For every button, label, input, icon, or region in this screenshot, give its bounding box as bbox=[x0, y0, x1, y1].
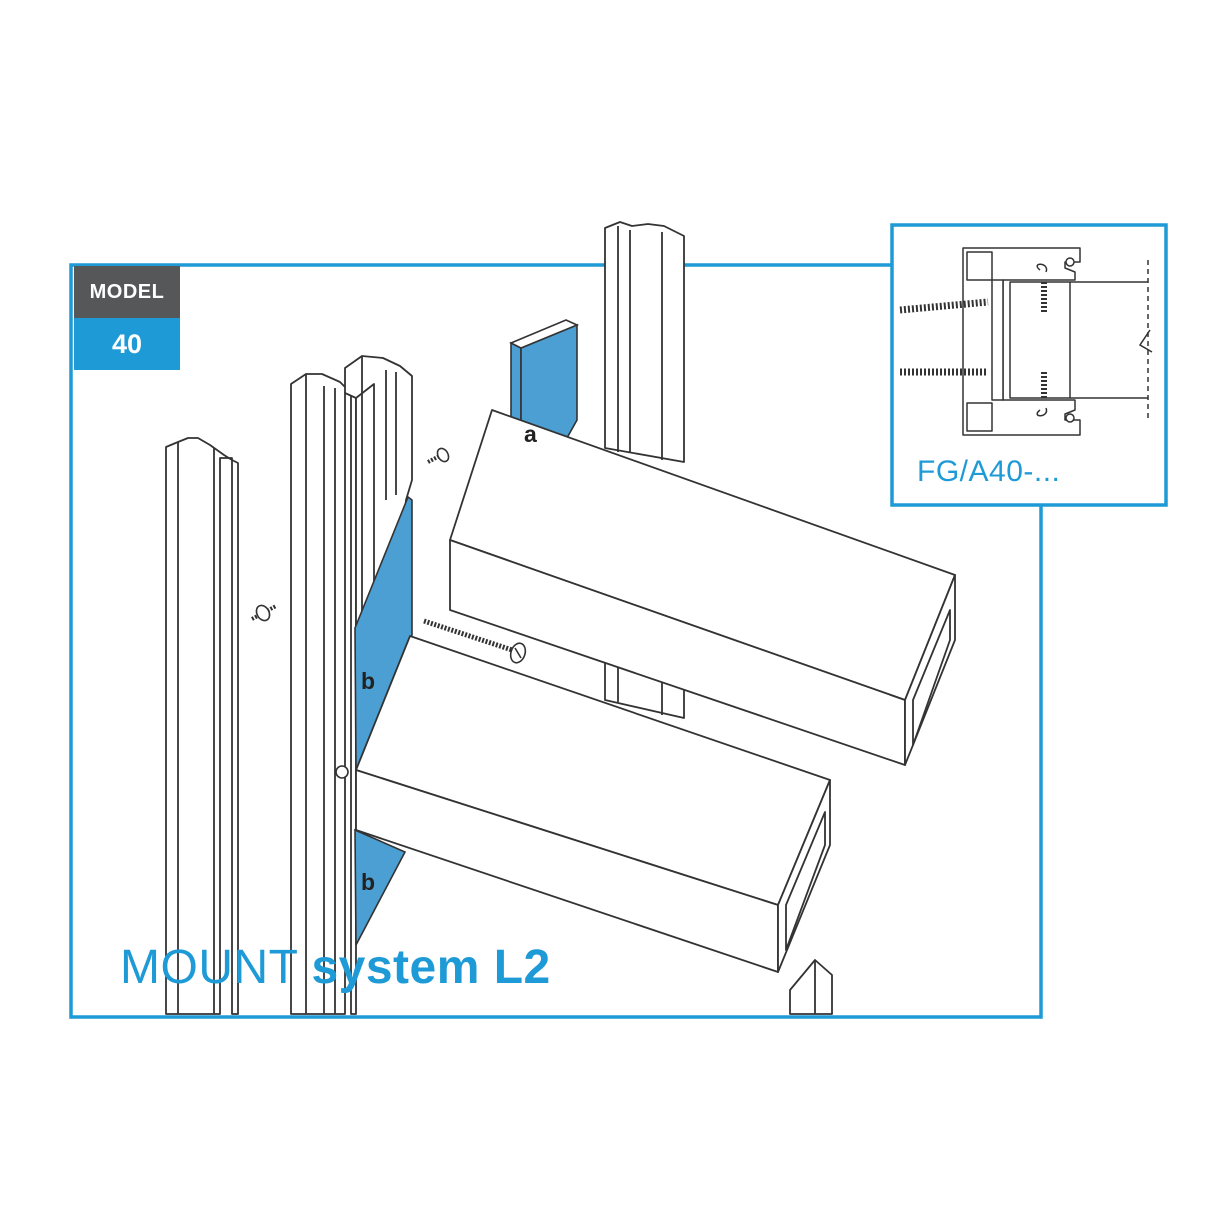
louvre-bottom bbox=[789, 959, 833, 1015]
title-light: MOUNT bbox=[120, 941, 298, 994]
panel-b-upper bbox=[354, 495, 413, 771]
screw-head-post bbox=[335, 765, 349, 779]
screw-left bbox=[251, 604, 277, 622]
inset-code: FG/A40-... bbox=[917, 455, 1061, 488]
left-post bbox=[165, 437, 239, 1015]
main-frame bbox=[69, 263, 1043, 1019]
main-post bbox=[290, 355, 413, 1015]
part-label-b-lower: b bbox=[361, 869, 376, 895]
part-label-a: a bbox=[524, 421, 537, 447]
model-number: 40 bbox=[74, 318, 180, 370]
screw-top-left bbox=[427, 447, 450, 464]
panel-b-lower bbox=[354, 828, 407, 946]
inset-profile-section bbox=[962, 247, 1149, 436]
back-post bbox=[604, 221, 685, 719]
louvre-top bbox=[449, 409, 956, 766]
long-screw bbox=[423, 618, 527, 664]
inset-screws bbox=[899, 282, 1153, 398]
louvre-middle bbox=[355, 635, 831, 973]
model-label: MODEL bbox=[74, 266, 180, 318]
part-label-b-upper: b bbox=[361, 668, 376, 694]
model-badge: MODEL 40 bbox=[74, 266, 180, 370]
title-bold: system L2 bbox=[311, 941, 551, 994]
diagram-title: MOUNT system L2 bbox=[120, 940, 551, 995]
